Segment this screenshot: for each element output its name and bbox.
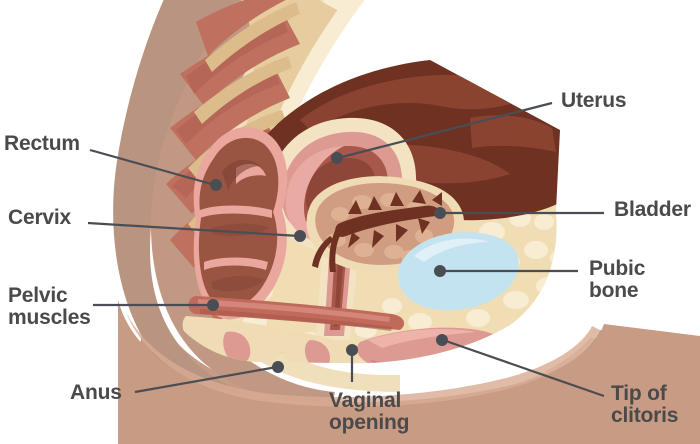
label-rectum: Rectum [4,132,80,155]
label-cervix: Cervix [8,206,72,229]
label-pubic-bone: Pubic bone [589,257,646,302]
pelvic-floor-muscle [188,296,405,331]
label-anus: Anus [70,381,122,404]
label-tip-of-clitoris: Tip of clitoris [611,382,679,427]
label-bladder: Bladder [614,198,691,221]
bladder-internal-detail [312,190,442,272]
label-pelvic-muscles: Pelvic muscles [8,284,91,329]
label-vaginal-opening: Vaginal opening [329,389,410,434]
label-uterus: Uterus [561,89,627,112]
skin-lower-edge [118,300,700,444]
body-outer-skin-arc [113,0,320,420]
